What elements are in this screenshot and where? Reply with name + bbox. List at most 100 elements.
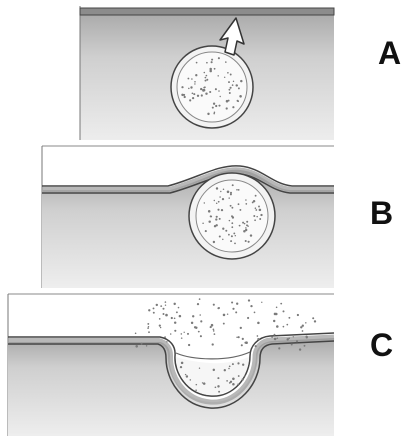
particle-dot: [213, 103, 215, 105]
particle-dot: [232, 184, 234, 186]
particle-dot: [207, 113, 209, 115]
particle-dot: [159, 318, 161, 320]
particle-dot: [257, 335, 259, 337]
particle-dot: [199, 314, 201, 316]
particle-dot: [221, 209, 223, 211]
particle-dot: [186, 375, 188, 377]
particle-dot: [217, 385, 219, 387]
particle-dot: [203, 87, 205, 89]
particle-dot: [213, 329, 215, 331]
particle-dot: [204, 202, 205, 203]
particle-dot: [135, 333, 137, 335]
particle-dot: [231, 215, 233, 217]
particle-dot: [306, 336, 308, 338]
particle-dot: [232, 106, 234, 108]
particle-dot: [205, 77, 207, 79]
particle-dot: [230, 192, 232, 194]
particle-dot: [233, 232, 235, 234]
particle-dot: [255, 209, 257, 211]
particle-dot: [178, 307, 180, 309]
particle-dot: [135, 345, 138, 348]
particle-dot: [202, 223, 204, 225]
particle-dot: [208, 210, 211, 213]
particle-dot: [189, 99, 191, 101]
particle-dot: [173, 303, 175, 305]
particle-dot: [219, 218, 221, 220]
particle-dot: [228, 89, 230, 91]
particle-dot: [200, 88, 202, 90]
particle-dot: [288, 317, 290, 319]
particle-dot: [181, 362, 184, 365]
particle-dot: [244, 223, 246, 225]
particle-dot: [213, 369, 215, 371]
particle-dot: [296, 340, 298, 342]
particle-dot: [165, 314, 168, 317]
particle-dot: [247, 225, 249, 227]
particle-dot: [244, 342, 246, 344]
particle-dot: [232, 383, 235, 386]
particle-dot: [233, 81, 234, 82]
panel-b: [42, 146, 334, 288]
particle-dot: [165, 301, 167, 303]
particle-dot: [153, 307, 155, 309]
particle-dot: [235, 311, 237, 313]
particle-dot: [229, 365, 231, 367]
particle-dot: [222, 228, 224, 230]
particle-dot: [164, 336, 166, 338]
particle-dot: [214, 225, 216, 227]
particle-dot: [245, 199, 247, 201]
particle-dot: [196, 384, 198, 386]
particle-dot: [248, 299, 250, 301]
particle-dot: [148, 331, 150, 333]
particle-dot: [293, 336, 294, 337]
particle-dot: [203, 382, 206, 385]
particle-dot: [181, 94, 183, 96]
particle-dot: [211, 61, 213, 63]
particle-dot: [302, 325, 304, 327]
particle-dot: [305, 322, 306, 323]
particle-dot: [166, 341, 167, 342]
particle-dot: [160, 305, 162, 307]
particle-dot: [191, 322, 193, 324]
particle-dot: [230, 205, 232, 207]
panel-c: [8, 294, 334, 436]
particle-dot: [218, 391, 220, 393]
particle-dot: [156, 304, 158, 306]
particle-dot: [255, 345, 257, 347]
particle-dot: [228, 197, 229, 198]
particle-dot: [222, 198, 224, 200]
particle-dot: [211, 59, 213, 61]
particle-dot: [302, 330, 304, 332]
particle-dot: [245, 240, 247, 242]
particle-dot: [174, 317, 176, 319]
particle-dot: [213, 304, 215, 306]
particle-dot: [209, 68, 212, 71]
particle-dot: [216, 216, 218, 218]
particle-dot: [181, 86, 183, 88]
particle-dot: [240, 327, 242, 329]
particle-dot: [278, 347, 280, 349]
particle-dot: [247, 317, 249, 319]
particle-dot: [314, 320, 316, 322]
particle-dot: [174, 321, 176, 323]
particle-dot: [215, 218, 217, 220]
particle-dot: [224, 369, 226, 371]
particle-dot: [222, 239, 223, 240]
particle-dot: [291, 344, 293, 346]
particle-dot: [192, 97, 194, 99]
particle-dot: [245, 203, 247, 205]
particle-dot: [231, 222, 233, 224]
particle-dot: [192, 315, 194, 317]
particle-dot: [217, 377, 219, 379]
particle-dot: [214, 333, 216, 335]
particle-dot: [224, 77, 225, 78]
particle-dot: [273, 320, 275, 322]
particle-dot: [271, 336, 272, 337]
particle-dot: [199, 298, 201, 300]
particle-dot: [206, 79, 208, 81]
particle-dot: [194, 83, 195, 84]
particle-dot: [147, 323, 149, 325]
particle-dot: [255, 195, 257, 197]
particle-dot: [242, 338, 244, 340]
particle-dot: [190, 379, 192, 381]
